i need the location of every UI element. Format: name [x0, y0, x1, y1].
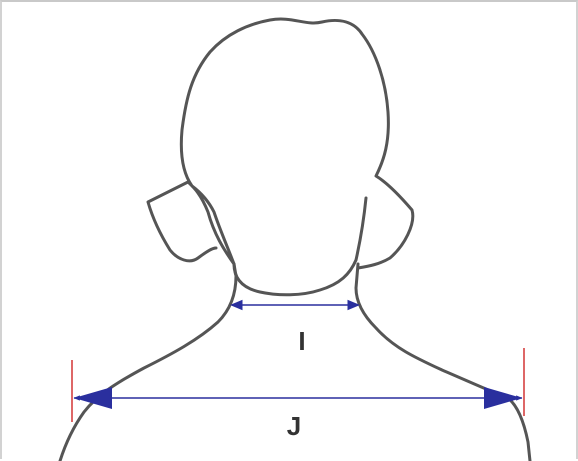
neck-shoulder-outline	[58, 262, 238, 461]
shoulder-label: J	[287, 411, 301, 441]
neck-label: I	[298, 326, 305, 356]
face-outline	[232, 196, 368, 297]
shoulder-arrowhead-right	[484, 387, 522, 409]
neck-shoulder-outline-right	[354, 262, 532, 461]
shoulder-arrowhead-left	[74, 387, 112, 409]
hair-outline	[146, 17, 415, 270]
